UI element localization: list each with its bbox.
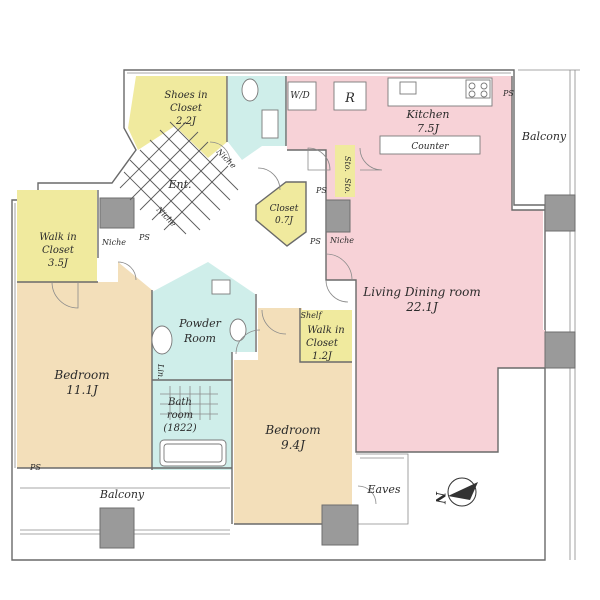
- balcony-bottom-label: Balcony: [99, 488, 145, 501]
- outer-walls: [11, 69, 546, 561]
- entry-tile-grid: [119, 121, 239, 235]
- labels: Shoes in Closet 2.2J W/D R Kitchen 7.5J …: [29, 89, 567, 505]
- ps-center-label-1: PS: [315, 186, 327, 195]
- sto-label-1: Sto.: [343, 156, 352, 172]
- shoes-in-closet-label-2: Closet: [170, 103, 203, 114]
- wd-label: W/D: [290, 91, 310, 101]
- kitchen-label: Kitchen: [406, 108, 450, 121]
- kitchen-size: 7.5J: [417, 122, 439, 135]
- bath-room-label-1: Bath: [167, 397, 192, 408]
- walk-in-closet-center-label-1: Walk in: [307, 325, 344, 336]
- room-fills: [17, 76, 545, 524]
- walk-in-closet-left-area: [17, 190, 97, 282]
- shoes-in-closet-label-1: Shoes in: [164, 90, 207, 101]
- closet-label: Closet: [270, 204, 299, 214]
- closet-size: 0.7J: [275, 216, 294, 226]
- structural-columns: [99, 194, 576, 549]
- powder-room-label-2: Room: [183, 332, 216, 345]
- bedroom-center-label: Bedroom: [264, 423, 320, 437]
- north-arrow: [447, 477, 478, 507]
- bedroom-left-area: [17, 262, 152, 468]
- niche-entry-label: Niche: [154, 204, 178, 228]
- sto-label-2: Sto.: [343, 178, 352, 194]
- closet-area: [256, 182, 306, 246]
- linen-label: Lin.: [156, 363, 165, 380]
- bedroom-left-label: Bedroom: [53, 368, 109, 382]
- niche-right-label: Niche: [329, 236, 354, 245]
- shelf-label: Shelf: [301, 311, 324, 320]
- shoes-in-closet-area: [128, 76, 227, 158]
- living-dining-size: 22.1J: [405, 300, 439, 314]
- balcony-right-label: Balcony: [521, 130, 567, 143]
- sto-closet-area: [335, 145, 355, 197]
- walk-in-closet-left-label-1: Walk in: [39, 232, 76, 243]
- balcony-bottom-area: [20, 453, 409, 535]
- entry-label: Ent.: [167, 178, 191, 191]
- living-dining-label: Living Dining room: [362, 285, 480, 299]
- bath-room-label-3: (1822): [163, 423, 196, 434]
- niche-left-label: Niche: [101, 238, 126, 247]
- eaves-label: Eaves: [367, 483, 401, 496]
- counter-label: Counter: [411, 142, 449, 152]
- doors: [51, 141, 383, 505]
- bedroom-left-size: 11.1J: [66, 383, 99, 397]
- fridge-label: R: [344, 91, 355, 106]
- bath-room-label-2: room: [167, 410, 193, 421]
- walk-in-closet-left-label-2: Closet: [42, 245, 75, 256]
- powder-room-label-1: Powder: [178, 317, 222, 330]
- ps-kitchen-label: PS: [502, 89, 514, 98]
- ps-center-label-2: PS: [309, 237, 321, 246]
- ps-bed-label: PS: [29, 463, 41, 472]
- fixtures: [151, 77, 493, 467]
- shoes-in-closet-size: 2.2J: [175, 116, 197, 127]
- walk-in-closet-left-size: 3.5J: [48, 258, 69, 269]
- north-label: N: [432, 491, 447, 505]
- walk-in-closet-center-area: [300, 310, 352, 362]
- entry-wc-area: [228, 76, 286, 160]
- ps-left-label: PS: [138, 233, 150, 242]
- balcony-right-area: [518, 69, 580, 560]
- bedroom-center-size: 9.4J: [281, 438, 306, 452]
- walk-in-closet-center-label-2: Closet: [306, 338, 339, 349]
- walk-in-closet-center-size: 1.2J: [312, 351, 333, 362]
